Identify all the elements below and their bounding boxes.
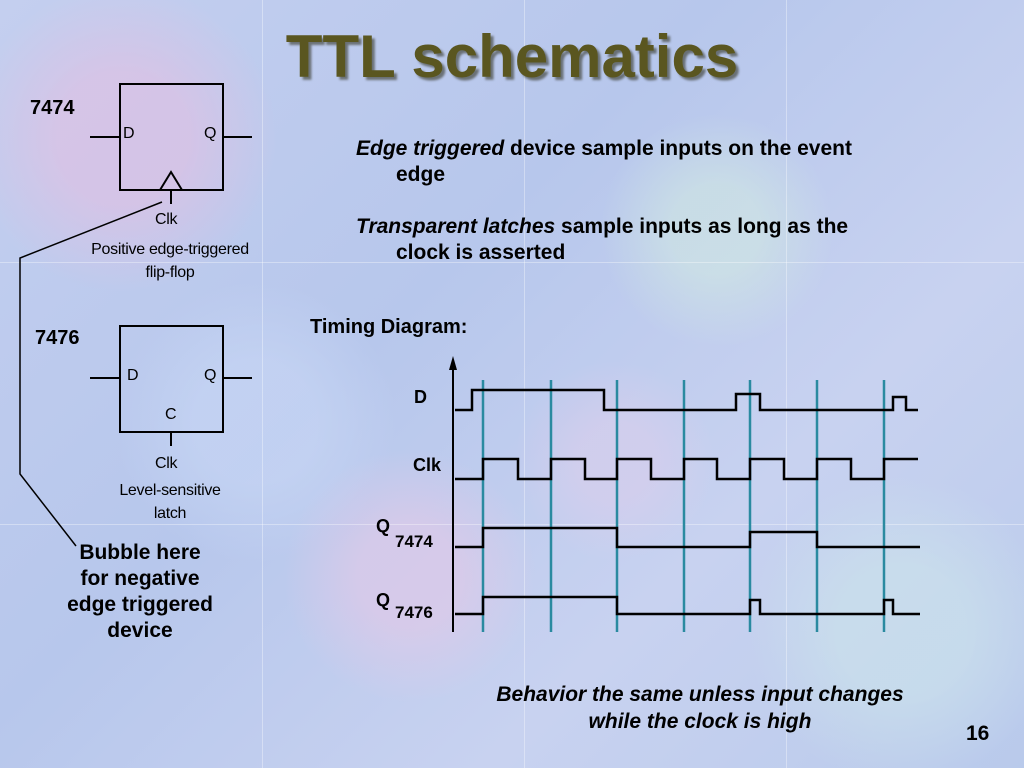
timing-axis-arrow — [449, 356, 457, 370]
transparent-latches-continuation: clock is asserted — [396, 241, 566, 264]
clk-waveform — [455, 457, 918, 481]
bubble-note-line: edge triggered — [67, 593, 213, 616]
transparent-latches-text: sample inputs as long as the — [555, 215, 849, 238]
background-grid-line — [524, 0, 525, 768]
bubble-note: Bubble here for negative edge triggered … — [40, 540, 240, 644]
flipflop-d-pin-label: D — [123, 125, 135, 142]
background-grid-line — [0, 524, 1024, 525]
timing-q1-letter: Q — [376, 516, 391, 536]
page-number: 16 — [966, 722, 990, 745]
transparent-latches-term: Transparent latches — [356, 215, 556, 238]
edge-triggered-text: device sample inputs on the event — [504, 137, 852, 160]
latch-d-pin-label: D — [127, 367, 139, 384]
timing-clk-label: Clk — [413, 455, 442, 475]
timing-q1-subscript: 7474 — [395, 532, 433, 551]
latch-c-pin-label: C — [165, 406, 177, 423]
background-grid-line — [0, 262, 1024, 263]
flipflop-clk-label: Clk — [155, 211, 178, 228]
timing-q2-subscript: 7476 — [395, 603, 433, 622]
q7474-waveform — [455, 526, 920, 549]
rising-edge-markers — [481, 380, 886, 632]
background-grid-line — [262, 0, 263, 768]
edge-triggered-continuation: edge — [396, 163, 446, 186]
bubble-note-line: device — [107, 619, 173, 642]
d-waveform — [455, 388, 918, 412]
transparent-latch-paragraph: Transparent latches sample inputs as lon… — [356, 214, 976, 266]
latch-part-number: 7476 — [35, 327, 80, 349]
behavior-note: Behavior the same unless input changes w… — [440, 681, 960, 735]
behavior-note-line1: Behavior the same unless input changes — [496, 683, 904, 706]
clock-edge-triangle — [159, 170, 183, 191]
flipflop-part-number: 7474 — [30, 97, 75, 119]
slide-title: TTL schematics — [285, 23, 739, 90]
latch-q-pin-label: Q — [204, 367, 217, 384]
latch-caption-line1: Level-sensitive — [119, 482, 221, 499]
bubble-note-line: Bubble here — [79, 541, 201, 564]
edge-triggered-term: Edge triggered — [356, 137, 505, 160]
background-grid-line — [786, 0, 787, 768]
timing-diagram-heading: Timing Diagram: — [310, 316, 468, 338]
edge-triggered-paragraph: Edge triggered device sample inputs on t… — [356, 136, 976, 188]
bubble-pointer-line — [19, 201, 163, 547]
timing-q2-letter: Q — [376, 590, 391, 610]
flipflop-caption-line1: Positive edge-triggered — [91, 241, 249, 258]
behavior-note-line2: while the clock is high — [588, 710, 812, 733]
latch-clk-label: Clk — [155, 455, 178, 472]
bubble-note-line: for negative — [80, 567, 200, 590]
q7476-waveform — [455, 595, 920, 616]
timing-d-label: D — [414, 387, 427, 407]
latch-caption-line2: latch — [153, 505, 187, 522]
flipflop-q-pin-label: Q — [204, 125, 217, 142]
flipflop-caption-line2: flip-flop — [145, 264, 195, 281]
